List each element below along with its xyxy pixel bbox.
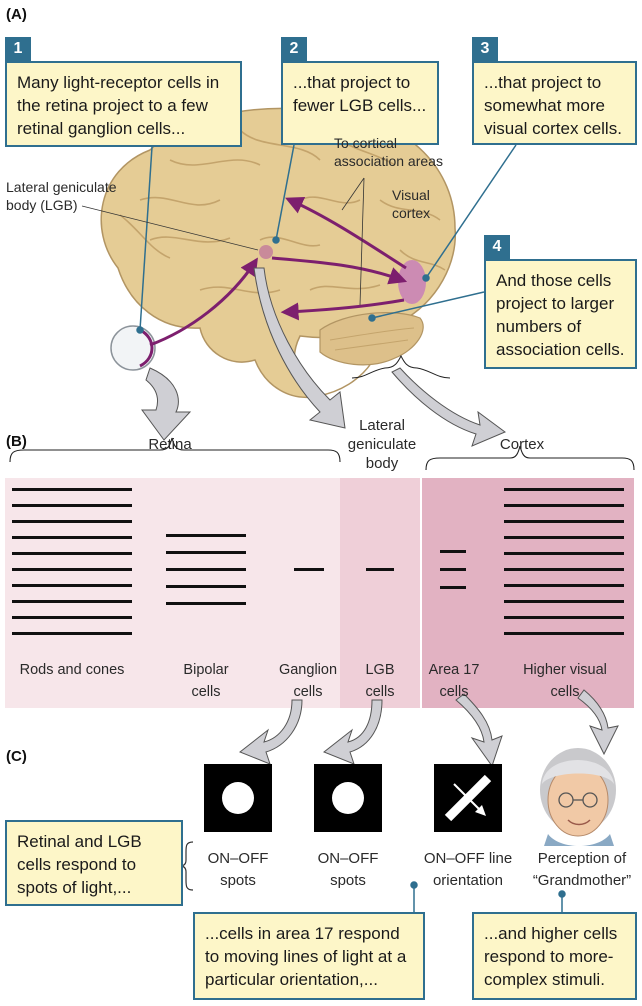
col-label-bipolar: Bipolar cells xyxy=(183,662,229,700)
area17-line xyxy=(440,568,466,571)
retina-section-label: Retina xyxy=(148,436,192,453)
higher-line xyxy=(504,568,624,571)
rods-line xyxy=(12,488,132,491)
rods-line xyxy=(12,552,132,555)
bipolar-line xyxy=(166,602,246,605)
callout-number-1: 1 xyxy=(5,37,31,61)
bipolar-line xyxy=(166,568,246,571)
retina-band xyxy=(5,478,340,708)
panel-label-c: (C) xyxy=(6,748,27,765)
grandmother-illustration xyxy=(540,748,616,846)
bipolar-line xyxy=(166,585,246,588)
response-spots-2: ON–OFF spots xyxy=(317,850,379,889)
panel-label-a: (A) xyxy=(6,6,27,23)
rods-line xyxy=(12,536,132,539)
visual-cortex-label: Visual cortex xyxy=(392,187,431,221)
cortical-association-label: To cortical association areas xyxy=(334,135,443,169)
higher-line xyxy=(504,552,624,555)
oriented-bar-icon xyxy=(444,774,492,822)
spot-stimulus-2 xyxy=(314,764,382,832)
higher-line xyxy=(504,600,624,603)
higher-line xyxy=(504,488,624,491)
rods-line xyxy=(12,584,132,587)
response-grandmother: Perception of “Grandmother” xyxy=(532,850,632,889)
area17-line xyxy=(440,550,466,553)
lgb-line xyxy=(366,568,394,571)
response-orientation: ON–OFF line orientation xyxy=(423,850,513,889)
callout-number-4: 4 xyxy=(484,235,510,259)
callout-3: ...that project to somewhat more visual … xyxy=(472,61,637,145)
callout-4: And those cells project to larger number… xyxy=(484,259,637,369)
rods-line xyxy=(12,616,132,619)
spot-stimulus-1 xyxy=(204,764,272,832)
col-label-lgb: LGB cells xyxy=(365,662,395,700)
callout-retinal-lgb: Retinal and LGB cells respond to spots o… xyxy=(5,820,183,906)
higher-line xyxy=(504,632,624,635)
lgb-band xyxy=(340,478,420,708)
higher-line xyxy=(504,616,624,619)
line-stimulus xyxy=(434,764,502,832)
response-spots-1: ON–OFF spots xyxy=(207,850,269,889)
rods-line xyxy=(12,520,132,523)
higher-line xyxy=(504,520,624,523)
callout-1: Many light-receptor cells in the retina … xyxy=(5,61,242,147)
bipolar-line xyxy=(166,534,246,537)
eye-illustration xyxy=(110,325,156,371)
ganglion-line xyxy=(294,568,324,571)
rods-line xyxy=(12,600,132,603)
higher-line xyxy=(504,504,624,507)
rods-line xyxy=(12,504,132,507)
higher-line xyxy=(504,584,624,587)
col-label-area17: Area 17 cells xyxy=(428,662,480,700)
rods-line xyxy=(12,632,132,635)
col-label-higher: Higher visual cells xyxy=(523,662,607,700)
callout-2: ...that project to fewer LGB cells... xyxy=(281,61,439,145)
rods-line xyxy=(12,568,132,571)
area17-line xyxy=(440,586,466,589)
callout-number-2: 2 xyxy=(281,37,307,61)
cortex-band xyxy=(422,478,634,708)
lgb-brain-label: Lateral geniculate body (LGB) xyxy=(6,179,117,213)
col-label-rods: Rods and cones xyxy=(19,662,125,678)
callout-number-3: 3 xyxy=(472,37,498,61)
lgb-section-label: Lateral geniculate body xyxy=(347,417,417,472)
bipolar-line xyxy=(166,551,246,554)
cortex-section-label: Cortex xyxy=(499,436,545,453)
callout-area17: ...cells in area 17 respond to moving li… xyxy=(193,912,425,1000)
higher-line xyxy=(504,536,624,539)
panel-label-b: (B) xyxy=(6,433,27,450)
callout-higher: ...and higher cells respond to more-comp… xyxy=(472,912,637,1000)
col-label-ganglion: Ganglion cells xyxy=(278,662,338,700)
